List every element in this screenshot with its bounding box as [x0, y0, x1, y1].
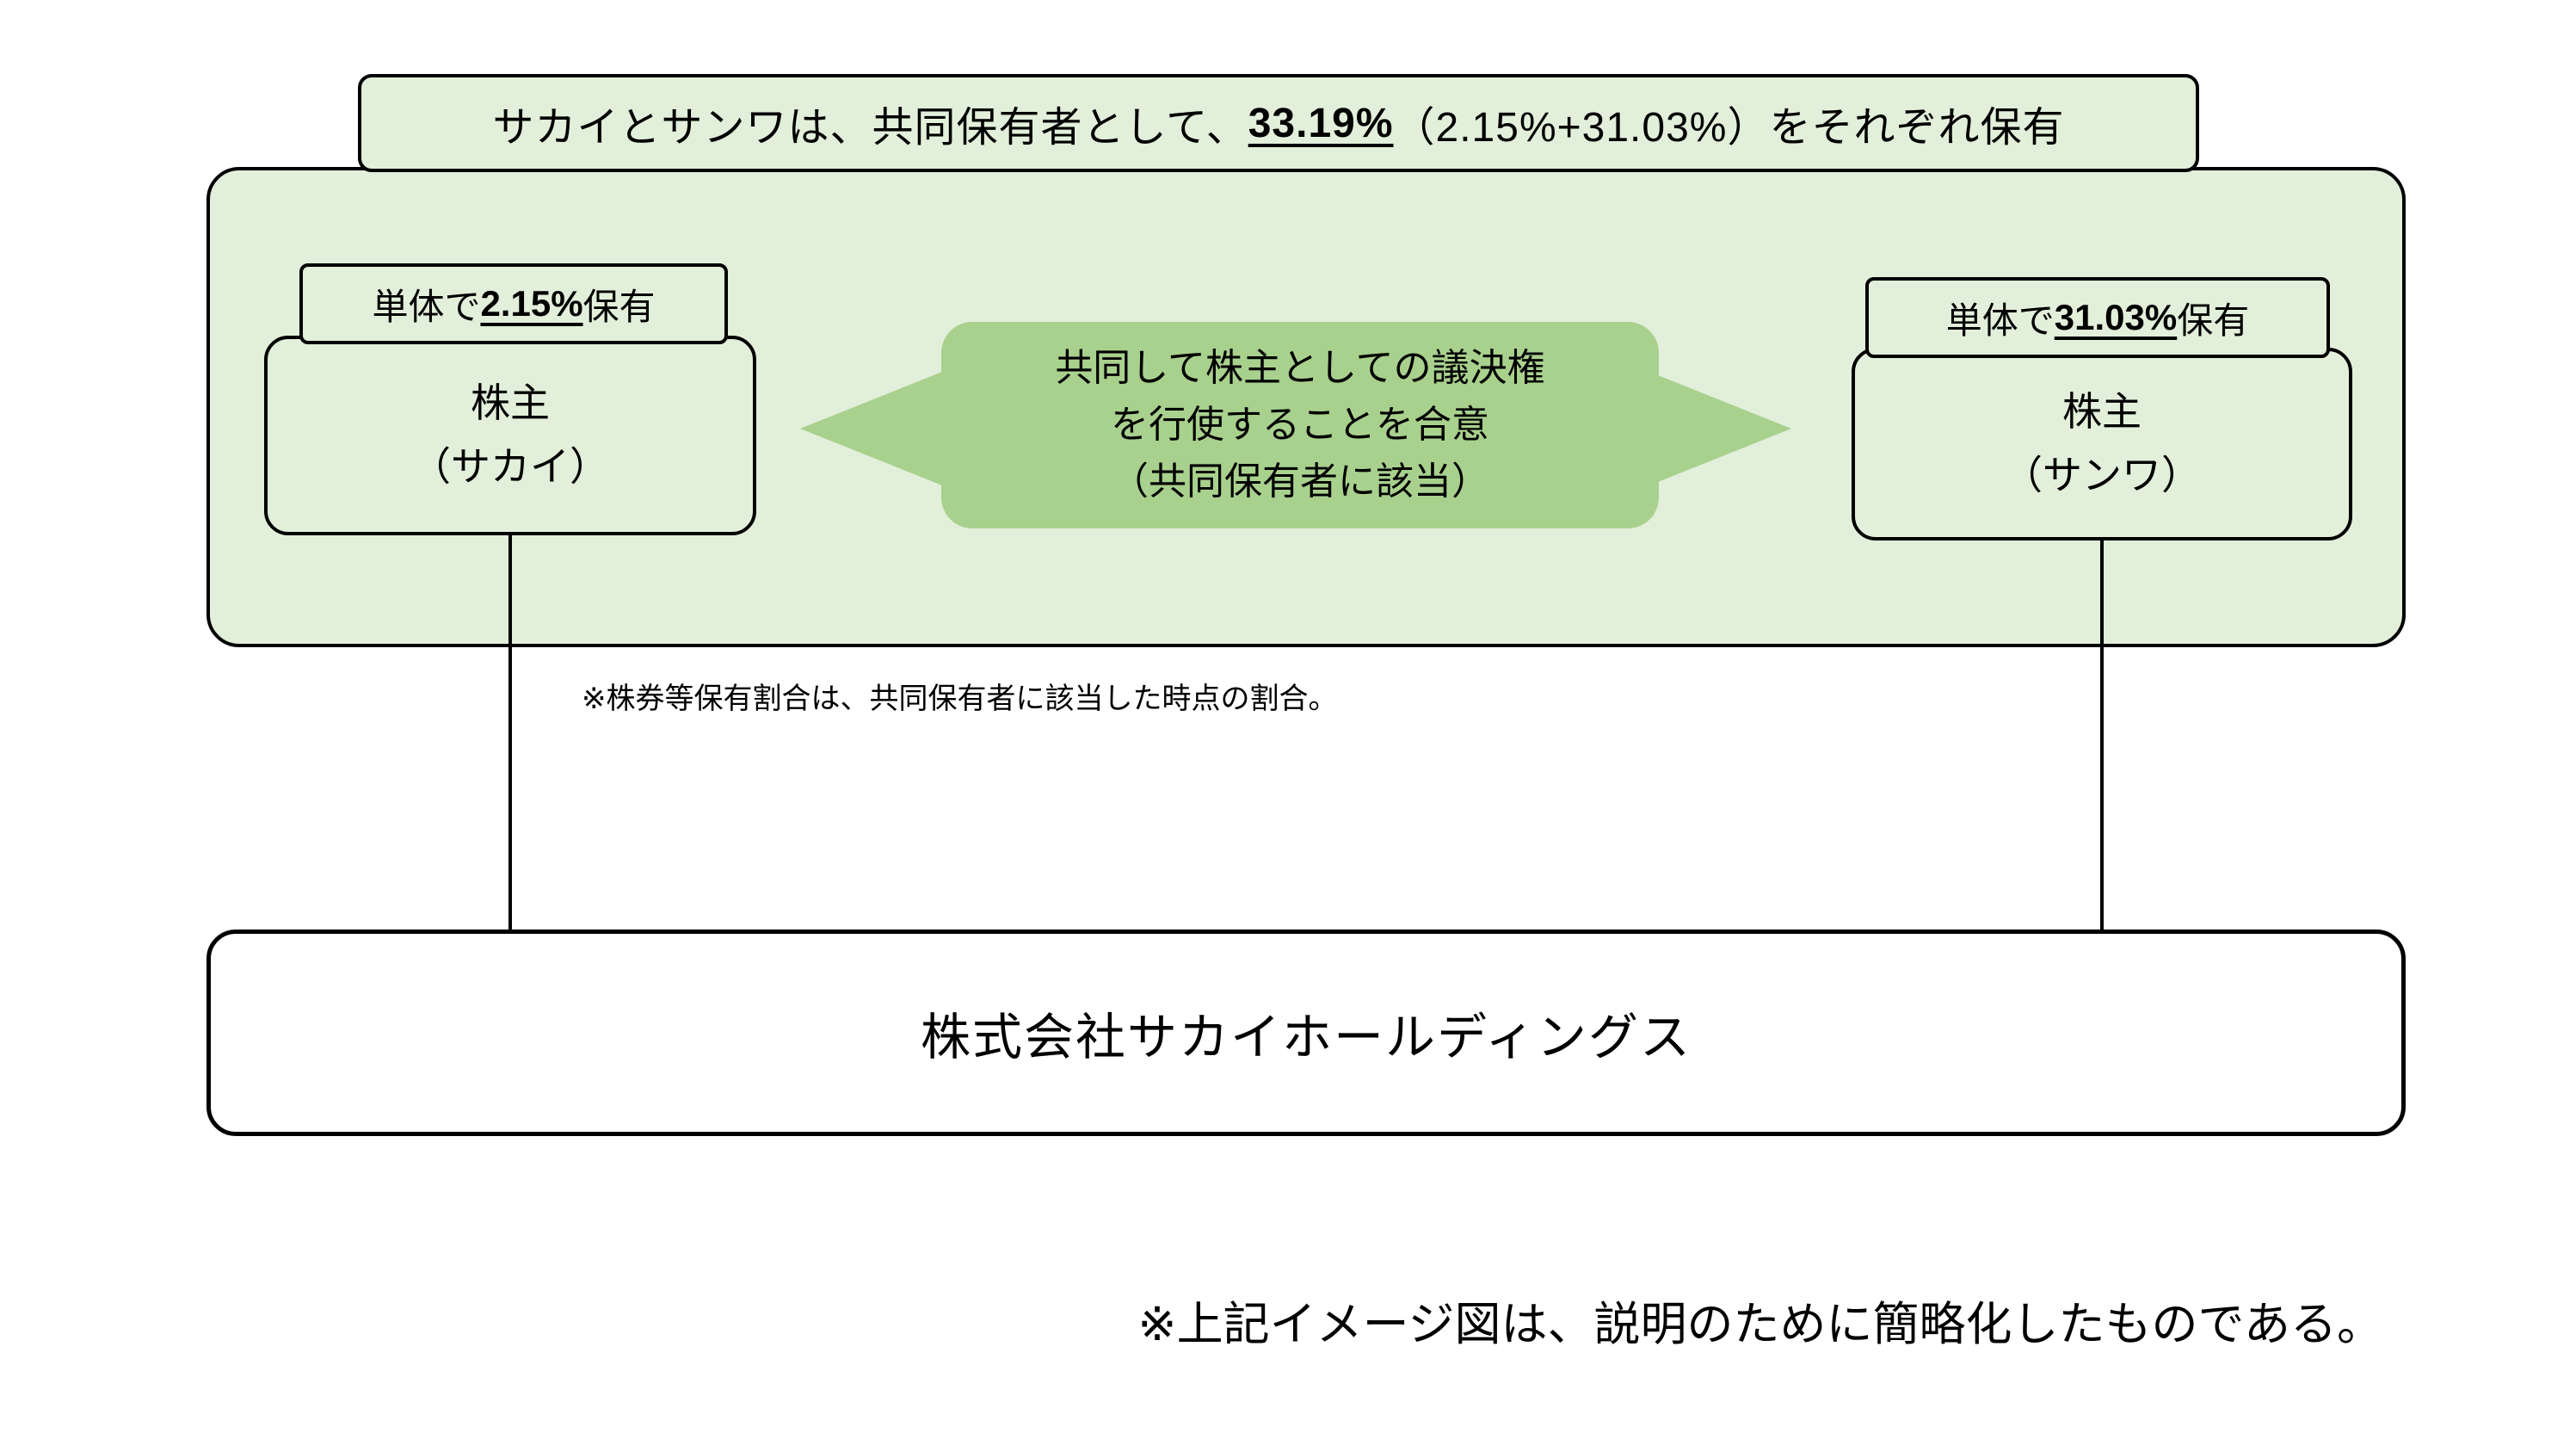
banner-text-part1: サカイとサンワは、共同保有者として、 [492, 105, 1248, 151]
banner-text-part2: （2.15%+31.03%）をそれぞれ保有 [1393, 105, 2065, 151]
shareholder-sakai-name: （サカイ） [411, 444, 609, 489]
joint-holding-banner: サカイとサンワは、共同保有者として、33.19%（2.15%+31.03%）をそ… [358, 74, 2199, 172]
company-name: 株式会社サカイホールディングス [921, 1010, 1692, 1065]
shareholder-sanwa-title: 株主 [2062, 389, 2142, 435]
shareholder-sakai-box: 株主 （サカイ） [264, 336, 756, 535]
shareholder-sanwa-box: 株主 （サンワ） [1852, 348, 2352, 540]
connector-line-sakai [508, 532, 512, 933]
sanwa-holding-percentage: 31.03% [2054, 297, 2178, 337]
sakai-label-prefix: 単体で [372, 286, 481, 327]
sanwa-label-suffix: 保有 [2177, 300, 2250, 341]
shareholder-sanwa-name: （サンワ） [2003, 453, 2201, 497]
voting-agreement-box: 共同して株主としての議決権 を行使することを合意 （共同保有者に該当） [941, 322, 1659, 528]
shareholder-sakai-title: 株主 [471, 380, 550, 426]
simplified-diagram-note: ※上記イメージ図は、説明のために簡略化したものである。 [1137, 1299, 2383, 1350]
holding-ratio-note: ※株券等保有割合は、共同保有者に該当した時点の割合。 [582, 683, 1338, 715]
banner-total-percentage: 33.19% [1248, 100, 1394, 146]
agreement-line2: を行使することを合意 [1111, 404, 1489, 446]
sanwa-label-prefix: 単体で [1945, 300, 2055, 341]
agreement-line1: 共同して株主としての議決権 [1055, 347, 1545, 389]
sakai-holding-percentage: 2.15% [480, 283, 583, 324]
connector-line-sanwa [2100, 537, 2104, 933]
agreement-line3: （共同保有者に該当） [1111, 460, 1489, 503]
sakai-label-suffix: 保有 [582, 286, 656, 327]
company-box: 株式会社サカイホールディングス [206, 930, 2406, 1136]
